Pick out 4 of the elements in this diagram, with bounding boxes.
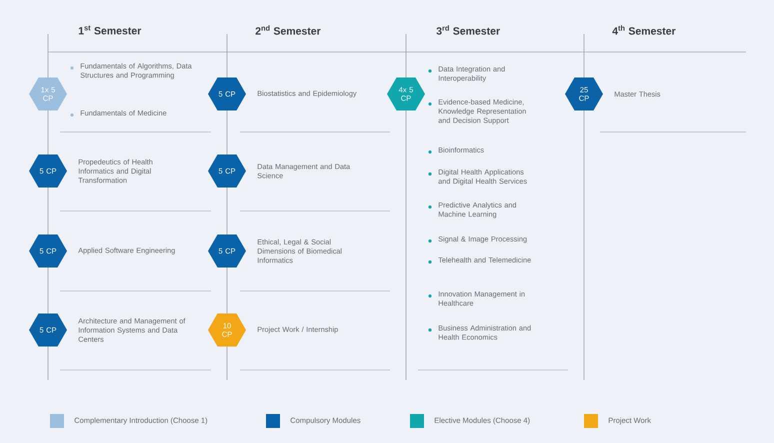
column-heading: 4$^{th}$ Semester <box>612 25 676 35</box>
column-heading: 1$^{st}$ Semester <box>78 26 142 34</box>
column-heading: 3$^{rd}$ Semester <box>436 25 500 35</box>
column-heading: 2$^{nd}$ Semester <box>256 25 321 35</box>
